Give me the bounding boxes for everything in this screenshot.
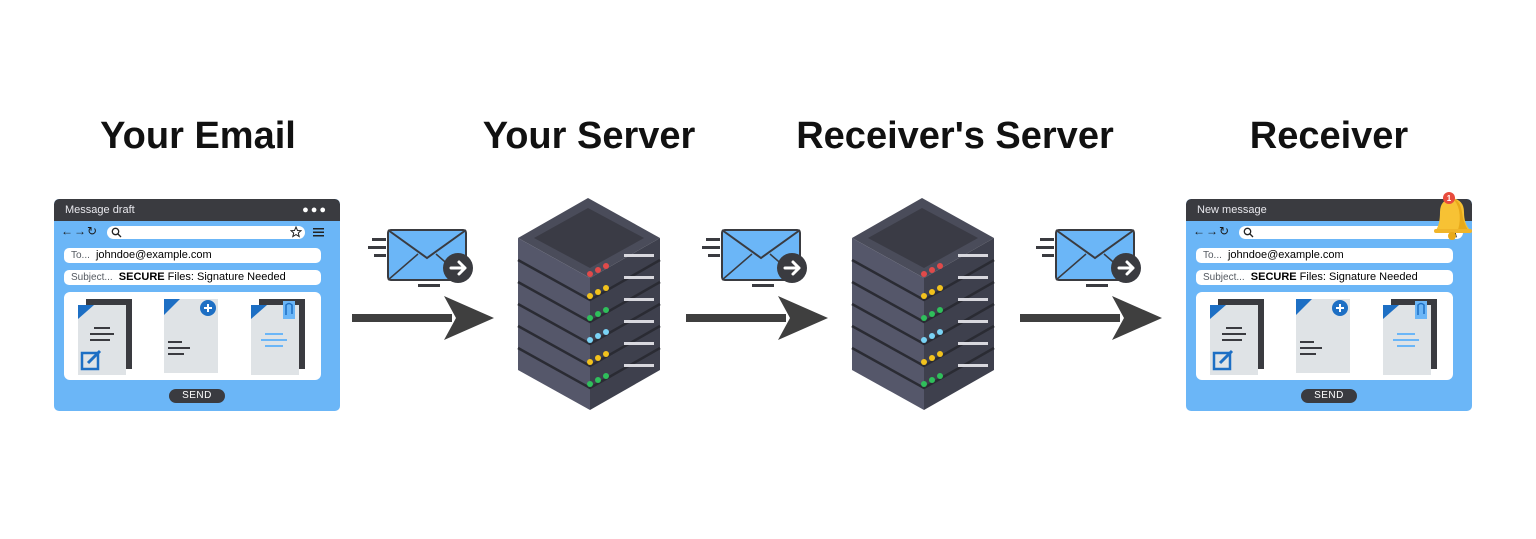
star-icon[interactable] [290, 226, 302, 238]
edit-icon [1212, 351, 1232, 371]
subject-text: Files: Signature Needed [1299, 271, 1418, 283]
send-button[interactable]: SEND [169, 389, 225, 403]
receiver-email-window: New message ←→↻ To... johndoe@example.co… [1186, 199, 1472, 411]
more-options-icon[interactable]: ●●● [302, 204, 328, 216]
email-envelope-icon [1036, 229, 1141, 287]
send-button[interactable]: SEND [1301, 389, 1357, 403]
to-value: johndoe@example.com [95, 249, 212, 261]
subject-text: Files: Signature Needed [167, 271, 286, 283]
menu-icon[interactable] [313, 227, 324, 237]
document-add-icon[interactable] [162, 297, 222, 375]
subject-secure: SECURE [1250, 271, 1297, 283]
subject-field[interactable]: Subject... SECURE Files: Signature Neede… [1196, 270, 1453, 285]
email-envelope-icon [368, 229, 473, 287]
search-icon [111, 227, 122, 238]
stage-title-your-email: Your Email [100, 115, 296, 157]
server-rack-icon [851, 198, 995, 410]
stage-title-your-server: Your Server [482, 115, 696, 157]
document-attach-icon[interactable] [249, 297, 309, 375]
forward-arrow-icon[interactable]: → [1206, 224, 1219, 238]
flow-arrow-icon [1020, 296, 1162, 340]
browser-nav-row: ←→↻ [61, 224, 333, 241]
window-title: New message [1197, 204, 1267, 216]
subject-label: Subject... [71, 272, 113, 283]
reload-icon[interactable]: ↻ [87, 224, 99, 238]
to-field[interactable]: To... johndoe@example.com [1196, 248, 1453, 263]
server-rack-icon [517, 198, 661, 410]
attachments-panel [64, 292, 321, 380]
to-value: johndoe@example.com [1227, 249, 1344, 261]
window-title: Message draft [65, 204, 135, 216]
window-titlebar: Message draft ●●● [54, 199, 340, 221]
back-arrow-icon[interactable]: ← [61, 224, 74, 238]
to-label: To... [71, 250, 90, 261]
forward-arrow-icon[interactable]: → [74, 224, 87, 238]
sender-email-window: Message draft ●●● ←→↻ To... johndoe@exam… [54, 199, 340, 411]
notification-count: 1 [1447, 194, 1452, 203]
window-titlebar: New message [1186, 199, 1472, 221]
document-add-icon[interactable] [1294, 297, 1354, 375]
attachments-panel [1196, 292, 1453, 380]
document-edit-icon[interactable] [1208, 297, 1268, 375]
search-icon [1243, 227, 1254, 238]
document-attach-icon[interactable] [1381, 297, 1441, 375]
edit-icon [80, 349, 102, 371]
flow-arrow-icon [686, 296, 828, 340]
notification-badge [1443, 192, 1455, 204]
email-envelope-icon [702, 229, 807, 287]
reload-icon[interactable]: ↻ [1219, 224, 1231, 238]
browser-nav-row: ←→↻ [1193, 224, 1465, 241]
subject-field[interactable]: Subject... SECURE Files: Signature Neede… [64, 270, 321, 285]
subject-secure: SECURE [118, 271, 165, 283]
stage-title-receiver: Receiver [1249, 115, 1409, 157]
back-arrow-icon[interactable]: ← [1193, 224, 1206, 238]
to-label: To... [1203, 250, 1222, 261]
flow-arrow-icon [352, 296, 494, 340]
bell-icon[interactable]: 1 [1428, 190, 1478, 242]
subject-label: Subject... [1203, 272, 1245, 283]
document-edit-icon[interactable] [76, 297, 136, 375]
to-field[interactable]: To... johndoe@example.com [64, 248, 321, 263]
stage-title-receivers-server: Receiver's Server [796, 115, 1114, 157]
search-input[interactable] [107, 226, 305, 239]
